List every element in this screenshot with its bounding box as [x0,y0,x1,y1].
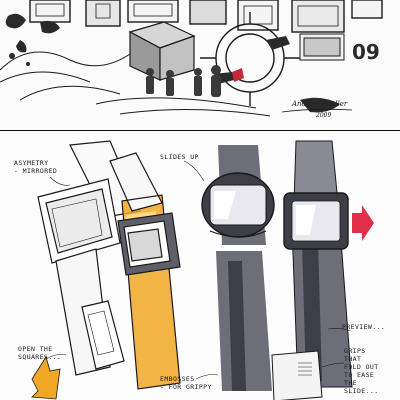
artist-signature: Andrew Fiedler [292,100,348,108]
slide-direction-arrow-icon [352,205,374,241]
annotation-preview: PREVIEW... [342,323,386,331]
watch-sketch-yellow [109,152,181,390]
watch-sketches [31,140,374,400]
annotation-grips: GRIPS THAT FOLD OUT TO EASE THE SLIDE... [344,347,379,395]
watch-sketches-panel: ASYMETRY - MIRRORED SLIDES UP OPEN THE S… [0,131,400,400]
sheet-number: 09 [352,40,380,64]
top-illustration-panel: 09 Andrew Fiedler 2009 [0,0,400,131]
signature-year: 2009 [316,112,332,119]
graffiti-illustration [0,0,383,117]
open-direction-arrow-icon [31,356,61,400]
watch-sketch-round [201,145,275,391]
annotation-open-squares: OPEN THE SQUARES... [18,345,62,361]
watch-sketch-grip-detail [271,350,323,400]
watch-sketch-slide [283,140,374,388]
annotation-asymmetry: ASYMETRY - MIRRORED [14,159,58,175]
annotation-slides-up: SLIDES UP [160,153,199,161]
annotation-embosses: EMBOSSES - FOR GRIPPY [160,375,212,391]
